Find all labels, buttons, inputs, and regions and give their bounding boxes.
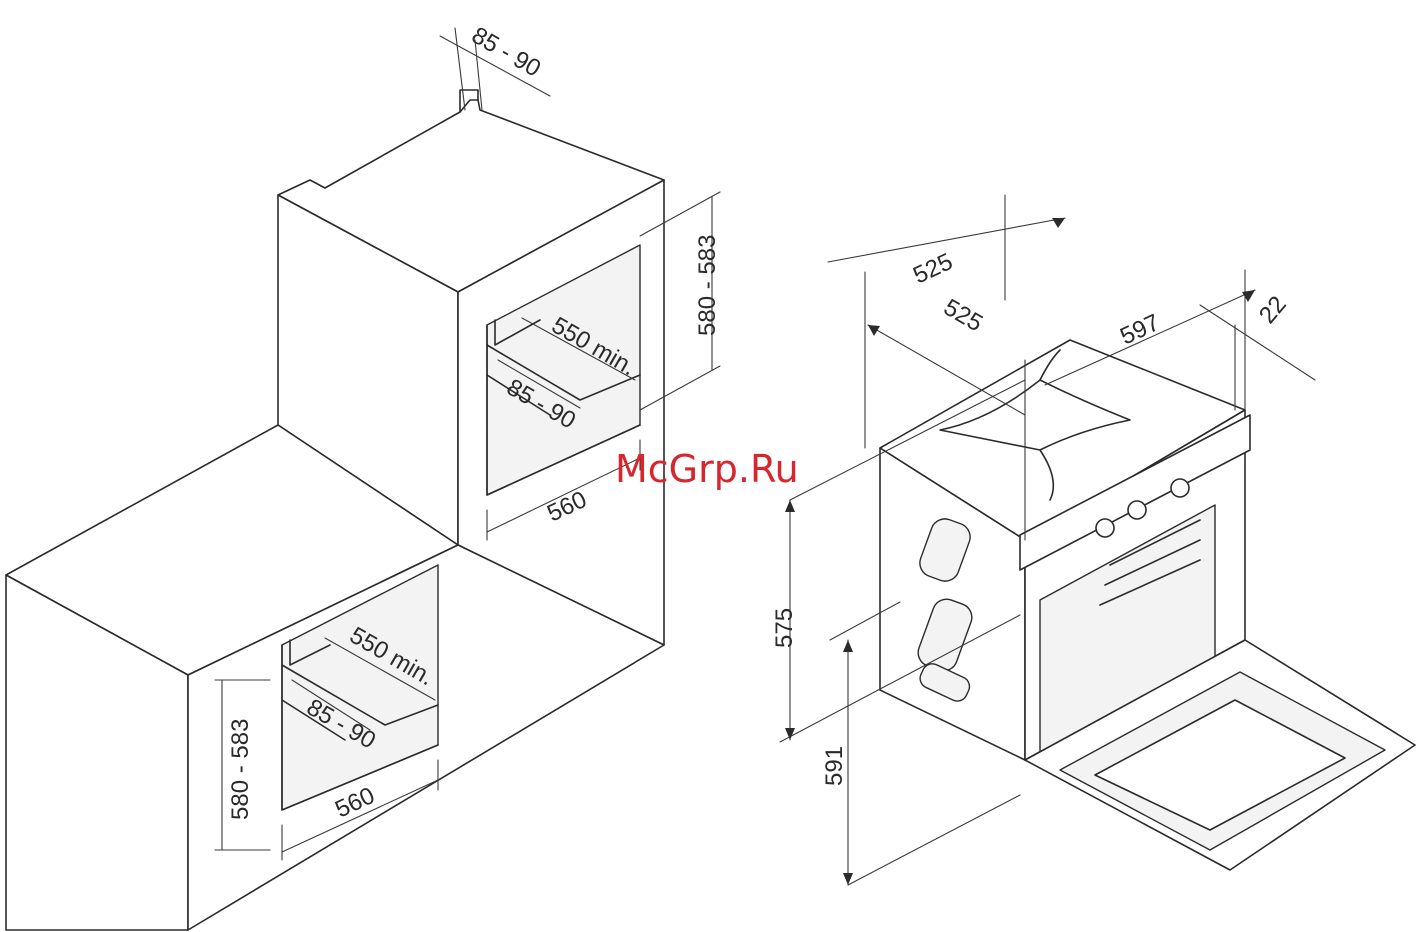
oven-outer-depth-label: 525 (909, 248, 957, 289)
oven-inner-depth-label: 525 (939, 294, 987, 337)
lower-height-label: 580 - 583 (227, 719, 254, 820)
watermark-text: McGrp.Ru (615, 447, 799, 491)
oven-total-height-label: 591 (821, 746, 848, 786)
upper-height-label: 580 - 583 (694, 235, 721, 336)
oven-drawing (780, 195, 1415, 885)
oven-panel-thickness-label: 22 (1254, 291, 1292, 329)
oven-body-height-label: 575 (771, 608, 798, 648)
oven-width-label: 597 (1116, 309, 1164, 350)
